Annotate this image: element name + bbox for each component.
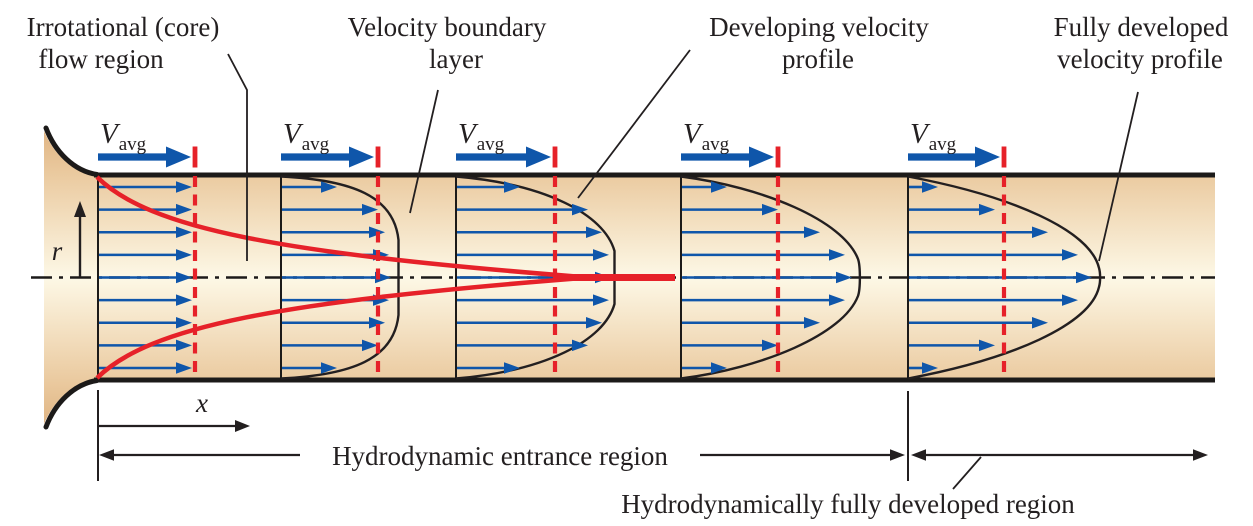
fully-developed-leader-line	[1098, 91, 1139, 262]
x-axis-label: x	[195, 388, 208, 418]
developed-arrowhead-left-icon	[911, 449, 926, 461]
developed-arrowhead-right-icon	[1193, 449, 1208, 461]
bell-mouth-top	[43, 125, 100, 177]
vavg-arrowhead-icon	[975, 146, 1000, 168]
velocity-arrowhead-icon	[362, 203, 378, 216]
velocity-arrowhead-icon	[1062, 294, 1078, 306]
boundary-layer-leader-line	[409, 89, 439, 214]
velocity-arrowhead-icon	[1076, 271, 1092, 284]
velocity-arrowhead-icon	[176, 339, 192, 352]
velocity-arrowhead-icon	[836, 271, 852, 284]
velocity-arrowhead-icon	[804, 316, 820, 329]
velocity-arrowhead-icon	[321, 181, 337, 193]
velocity-arrowhead-icon	[176, 294, 192, 306]
velocity-arrowhead-icon	[922, 362, 938, 374]
vavg-red-tick	[552, 146, 558, 168]
vavg-red-tick	[775, 146, 781, 168]
vavg-arrowhead-icon	[526, 146, 551, 168]
velocity-arrowhead-icon	[922, 181, 938, 193]
velocity-arrowhead-icon	[804, 226, 820, 239]
vavg-label: Vavg	[283, 118, 330, 155]
velocity-arrowhead-icon	[176, 181, 192, 193]
velocity-arrowhead-icon	[593, 249, 609, 261]
velocity-arrowhead-icon	[762, 339, 778, 352]
developing-profile-label-line2: profile	[782, 44, 854, 74]
developing-profile-label-line1: Developing velocity	[709, 12, 929, 42]
developing-profile-leader-line	[577, 49, 691, 199]
velocity-arrowhead-icon	[586, 226, 602, 239]
velocity-arrowhead-icon	[586, 316, 602, 329]
velocity-arrowhead-icon	[504, 181, 520, 193]
velocity-arrowhead-icon	[176, 226, 192, 239]
velocity-arrowhead-icon	[979, 203, 995, 216]
developing-1-profile-outline	[280, 175, 400, 380]
r-axis-arrowhead-icon	[74, 201, 86, 217]
velocity-arrowhead-icon	[762, 203, 778, 216]
velocity-arrowhead-icon	[369, 316, 385, 329]
vavg-red-tick	[192, 146, 198, 168]
boundary-layer-label-line2: layer	[429, 44, 483, 74]
vavg-red-tick	[375, 146, 381, 168]
velocity-arrowhead-icon	[572, 203, 588, 216]
vavg-arrowhead-icon	[749, 146, 774, 168]
vavg-label: Vavg	[100, 118, 147, 155]
velocity-arrowhead-icon	[176, 203, 192, 216]
velocity-arrowhead-icon	[829, 249, 845, 261]
fully-developed-profile-outline	[907, 175, 1102, 380]
velocity-arrowhead-icon	[711, 181, 727, 193]
boundary-layer-curve-top	[95, 175, 577, 279]
entrance-arrowhead-right-icon	[890, 449, 905, 461]
vavg-arrowhead-icon	[349, 146, 374, 168]
velocity-arrowhead-icon	[362, 339, 378, 352]
vavg-reference-lines-group	[192, 176, 1007, 379]
irrotational-leader-line	[227, 53, 248, 261]
velocity-arrowhead-icon	[504, 362, 520, 374]
bell-mouth-bottom	[43, 378, 100, 430]
velocity-arrowhead-icon	[1062, 249, 1078, 261]
velocity-arrowhead-icon	[1032, 226, 1048, 239]
r-axis-label: r	[52, 236, 63, 266]
vavg-label: Vavg	[683, 118, 730, 155]
vavg-arrowhead-icon	[166, 146, 191, 168]
velocity-arrowhead-icon	[711, 362, 727, 374]
velocity-arrowhead-icon	[176, 249, 192, 261]
boundary-layer-curve-bottom	[95, 276, 577, 380]
entrance-region-label: Hydrodynamic entrance region	[332, 441, 668, 471]
velocity-profiles-group	[97, 175, 1102, 380]
developed-region-label: Hydrodynamically fully developed region	[621, 489, 1075, 519]
irrotational-label-line1: Irrotational (core)	[27, 12, 220, 42]
velocity-arrowhead-icon	[593, 294, 609, 306]
velocity-arrowhead-icon	[829, 294, 845, 306]
vavg-arrows-group: Vavg Vavg Vavg Vavg Vavg	[98, 118, 1007, 168]
velocity-arrowhead-icon	[176, 362, 192, 374]
boundary-layer-label-line1: Velocity boundary	[348, 12, 547, 42]
developed-region-leader-line	[952, 456, 982, 490]
velocity-arrowhead-icon	[176, 316, 192, 329]
vavg-red-tick	[1001, 146, 1007, 168]
x-axis-arrowhead-icon	[235, 420, 250, 432]
velocity-arrowhead-icon	[1032, 316, 1048, 329]
velocity-arrowhead-icon	[321, 362, 337, 374]
fully-developed-label-line2: velocity profile	[1057, 44, 1223, 74]
velocity-arrowhead-icon	[979, 339, 995, 352]
vavg-label: Vavg	[458, 118, 505, 155]
velocity-arrowhead-icon	[176, 271, 192, 284]
velocity-arrowhead-icon	[572, 339, 588, 352]
vavg-label: Vavg	[910, 118, 957, 155]
irrotational-label-line2: flow region	[38, 44, 164, 74]
fully-developed-label-line1: Fully developed	[1054, 12, 1229, 42]
entrance-arrowhead-left-icon	[99, 449, 114, 461]
